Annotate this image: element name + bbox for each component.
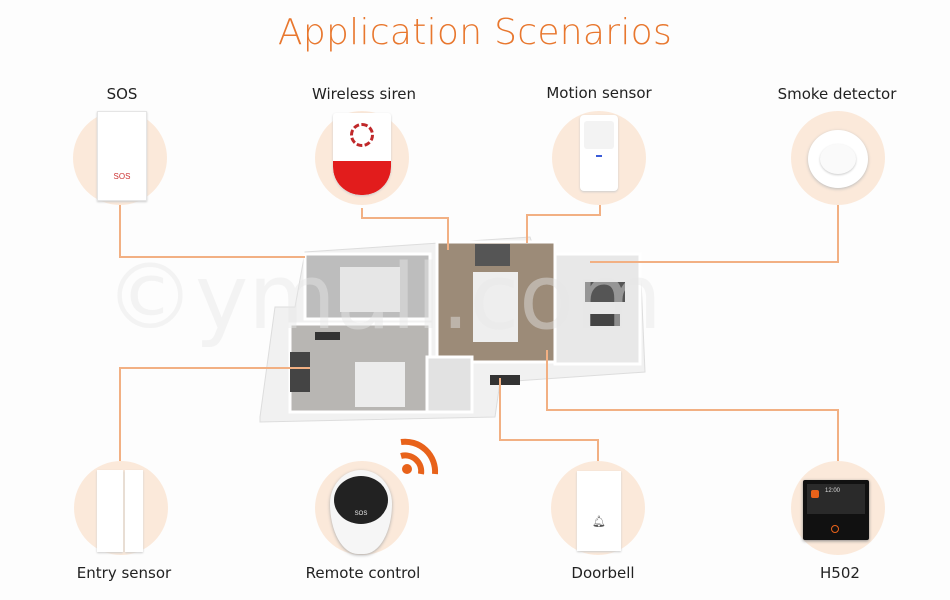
entry-sensor-magnet: [125, 470, 143, 552]
h502-panel-device: 12:00: [803, 480, 869, 540]
device-label-wireless-siren: Wireless siren: [311, 85, 417, 103]
sos-badge: SOS: [113, 172, 131, 181]
smoke-detector-device: [808, 130, 868, 188]
h502-screen-time: 12:00: [825, 488, 841, 494]
siren-light-icon: [350, 123, 374, 147]
h502-screen: [807, 484, 865, 514]
siren-device: [333, 113, 391, 195]
page-title: Application Scenarios: [277, 12, 673, 53]
remote-button-pad: [334, 476, 388, 524]
connector-sos: [119, 205, 305, 258]
connector-smoke: [590, 205, 839, 263]
bell-icon: 🔔︎: [592, 516, 606, 528]
connector-siren: [361, 208, 449, 250]
wireless-signal-icon: [400, 438, 439, 475]
connector-doorbell: [499, 378, 599, 461]
device-label-sos: SOS: [106, 85, 138, 103]
device-label-entry-sensor: Entry sensor: [76, 564, 172, 582]
device-label-motion-sensor: Motion sensor: [546, 84, 652, 102]
entry-sensor-device: [97, 470, 123, 552]
connector-entry: [119, 367, 310, 461]
h502-alarm-icon: [811, 490, 819, 498]
device-label-remote-control: Remote control: [305, 564, 421, 582]
remote-control-device: SOS: [330, 470, 392, 554]
h502-home-button: [831, 525, 839, 533]
floor-plan-illustration: [259, 236, 646, 423]
connector-motion: [526, 205, 601, 243]
connector-h502: [546, 350, 839, 461]
device-label-h502: H502: [820, 564, 860, 582]
device-label-smoke-detector: Smoke detector: [777, 85, 897, 103]
remote-sos-label: SOS: [354, 511, 368, 517]
motion-sensor-device: [580, 115, 618, 191]
sos-button-device: SOS: [97, 111, 147, 201]
device-label-doorbell: Doorbell: [571, 564, 635, 582]
doorbell-device: 🔔︎: [577, 471, 621, 551]
motion-sensor-indicator: [596, 155, 602, 157]
motion-sensor-lens: [584, 121, 614, 149]
smoke-detector-center: [820, 144, 856, 174]
